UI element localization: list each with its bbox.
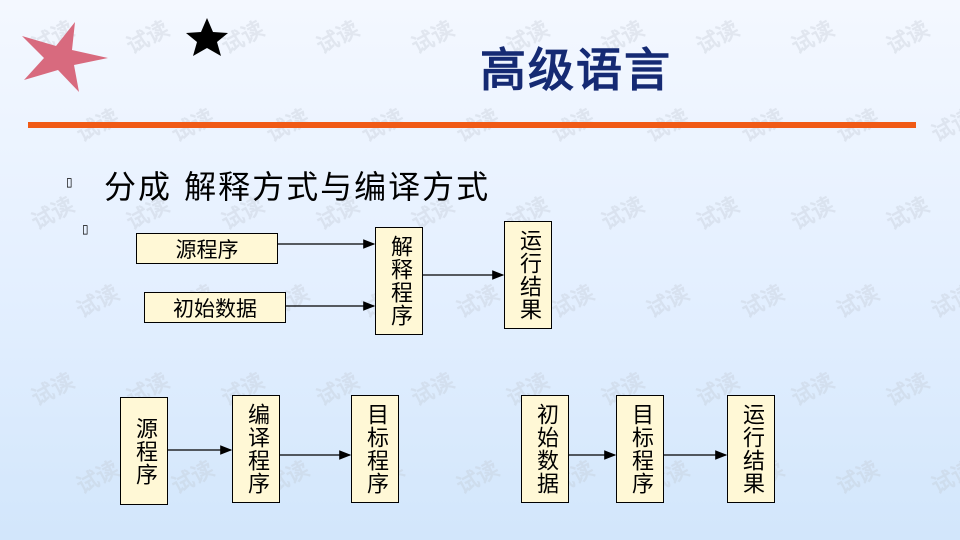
bullet-text: 分成 解释方式与编译方式 xyxy=(104,168,491,206)
exec-target-program-box: 目标程序 xyxy=(616,395,664,503)
bullet-icon: ▯ xyxy=(82,222,89,236)
stars-decoration xyxy=(22,18,228,92)
exec-initial-data-box: 初始数据 xyxy=(521,395,569,503)
interp-initial-data-box: 初始数据 xyxy=(144,292,286,323)
exec-result-box: 运行结果 xyxy=(727,395,775,503)
pink-star-icon xyxy=(22,22,108,92)
interpreter-box: 解释程序 xyxy=(375,227,423,335)
compiler-box: 编译程序 xyxy=(232,395,280,503)
title-divider xyxy=(28,122,916,128)
compile-source-program-box: 源程序 xyxy=(120,397,168,505)
bullet-icon: ▯ xyxy=(66,175,73,189)
slide-title: 高级语言 xyxy=(480,43,672,97)
compile-target-program-box: 目标程序 xyxy=(351,395,399,503)
black-star-icon xyxy=(186,18,228,56)
interp-source-program-box: 源程序 xyxy=(136,233,278,264)
interp-result-box: 运行结果 xyxy=(504,221,552,329)
